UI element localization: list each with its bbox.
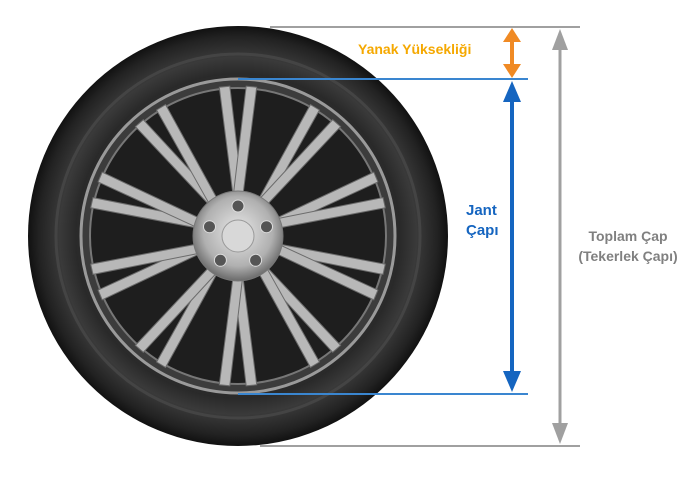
rim-diameter-arrow — [503, 81, 521, 392]
overall-diameter-label-line1: Toplam Çap — [588, 228, 668, 244]
lug-nut — [231, 199, 245, 213]
lug-nut — [213, 253, 227, 267]
overall-diameter-arrow — [552, 29, 568, 444]
lug-nut — [249, 253, 263, 267]
rim-spokes — [90, 85, 386, 387]
rim-diameter-label-line1: Jant — [466, 202, 497, 219]
sidewall-height-label: Yanak Yüksekliği — [358, 41, 472, 57]
rim-diameter-label: Jant Çapı — [466, 201, 499, 241]
lug-nut — [260, 220, 273, 234]
wheel-rim — [79, 77, 397, 395]
lug-nuts — [203, 199, 273, 267]
sidewall-height-arrow — [503, 28, 521, 78]
overall-diameter-label: Toplam Çap (Tekerlek Çapı) — [563, 226, 690, 266]
rim-diameter-label-line2: Çapı — [466, 222, 499, 239]
overall-diameter-label-line2: (Tekerlek Çapı) — [578, 248, 678, 264]
lug-nut — [203, 220, 216, 234]
